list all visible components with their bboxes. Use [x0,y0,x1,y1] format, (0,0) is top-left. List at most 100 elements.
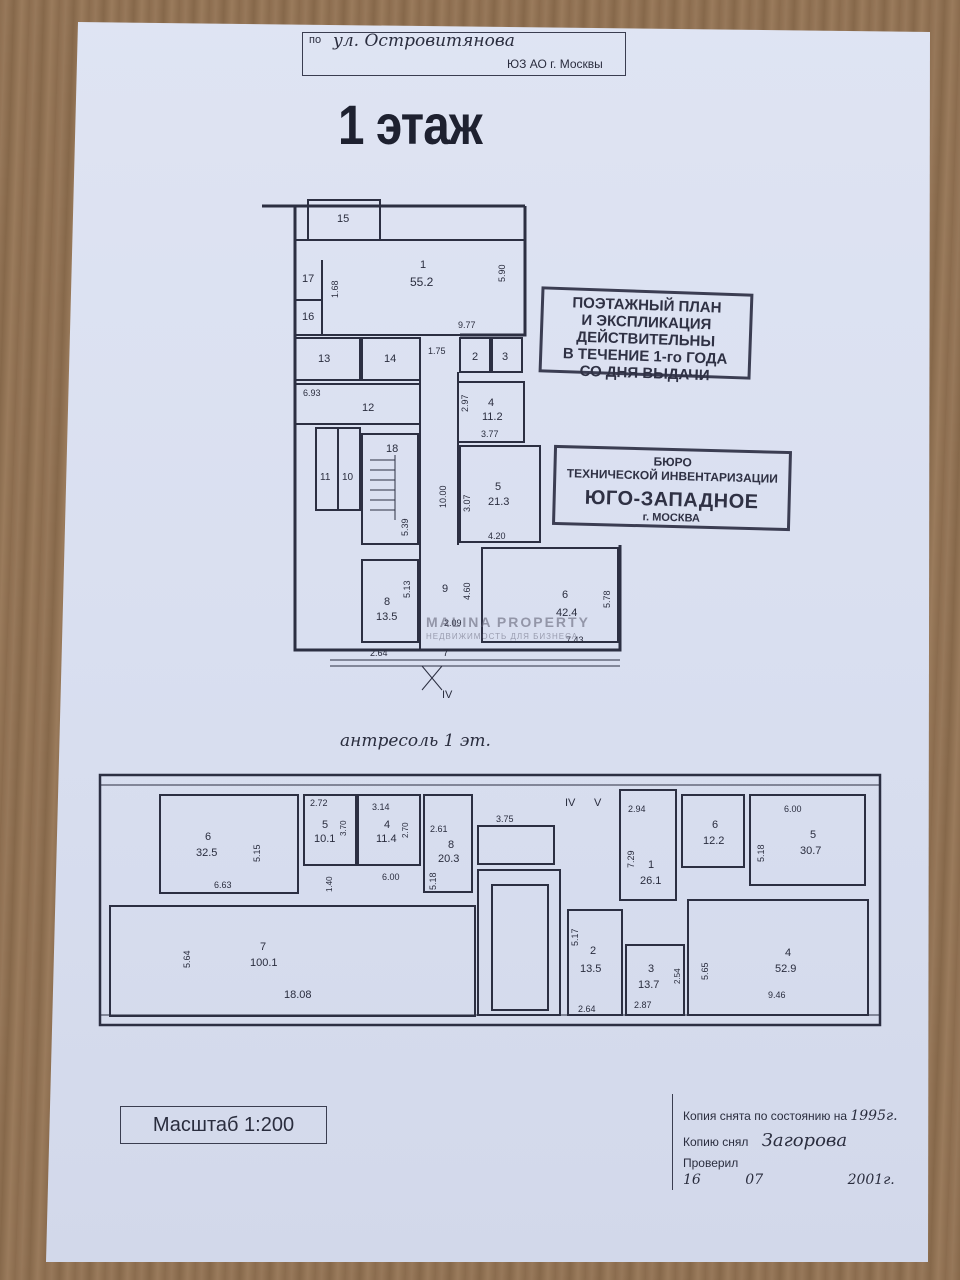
dimension-label: 5.15 [252,844,262,862]
room-area: 100.1 [250,957,278,969]
date-month: 07 [745,1172,764,1188]
dimension-label: 5.17 [570,928,580,946]
room-number: 2 [472,351,478,363]
dimension-label: 5.39 [400,518,410,536]
dimension-label: 2.54 [673,968,682,984]
watermark-tagline: НЕДВИЖИМОСТЬ ДЛЯ БИЗНЕСА [426,632,579,641]
room-number: 10 [342,472,354,483]
dimension-label: 1.75 [428,346,446,356]
street-prefix: по [309,34,322,46]
room-number: 18 [386,443,398,455]
room-number: 3 [502,351,508,363]
room-number: 4 [488,397,494,409]
district-label: ЮЗ АО г. Москвы [507,57,603,71]
room-area: 13.5 [580,963,601,975]
dimension-label: 5.90 [497,264,507,282]
dimension-label: 2.72 [310,798,328,808]
dimension-label: 5.64 [182,950,192,968]
dimension-label: 3.70 [339,820,348,836]
address-stamp: по ул. Островитянова ЮЗ АО г. Москвы [302,31,626,76]
room-number: 2 [590,945,596,957]
date-day: 16 [683,1172,701,1188]
room-area: 55.2 [410,275,434,289]
dimension-label: 6.00 [382,872,400,882]
dimension-label: 9.77 [458,320,476,330]
dimension-label: 4.20 [488,531,506,541]
room-number: 16 [302,311,314,323]
room-number: 13 [318,353,330,365]
dimension-label: 4.60 [462,582,472,600]
room-number: 5 [322,819,328,831]
dimension-label: 5.18 [756,844,766,862]
room-area: 11.2 [482,411,503,423]
room-area: 20.3 [438,853,459,865]
date-year: 2001 [847,1172,884,1188]
room-number: 7 [260,941,266,953]
room-number: 6 [562,589,568,601]
street-name: ул. Островитянова [333,31,515,51]
certification-block: Копия снята по состоянию на 1995г. Копию… [672,1094,913,1190]
dimension-label: 2.64 [370,648,388,658]
dimension-label: 2.87 [634,1000,652,1010]
dimension-label: 3.75 [496,814,514,824]
dimension-label: 2.09 [444,618,462,628]
room-number: 14 [384,353,396,365]
dimension-label: 5.78 [602,590,612,608]
section-marker: V [594,797,602,809]
room-number: 11 [320,472,331,483]
dimension-label: 7.29 [626,850,636,868]
room-number: 9 [442,583,448,595]
dimension-label: 2.97 [460,394,470,412]
date-suffix: г. [883,1172,895,1188]
room-number: 7 [443,648,449,659]
copied-by-name: Загорова [761,1130,848,1151]
dimension-label: 3.14 [372,802,390,812]
checked-label: Проверил [683,1156,739,1170]
room-number: 1 [420,259,426,271]
room-area: 11.4 [376,833,397,845]
room-area: 42.4 [556,607,577,619]
dimension-label: 6.00 [784,804,802,814]
dimension-label: 1.40 [325,876,334,892]
room-number: 12 [362,402,374,414]
dimension-label: 6.93 [303,388,321,398]
copy-state-year: 1995г. [850,1108,898,1124]
copy-state-label: Копия снята по состоянию на [683,1109,848,1123]
dimension-label: 5.65 [700,962,710,980]
dimension-label: 1.68 [330,280,340,298]
room-area: 32.5 [196,847,217,859]
watermark-brand-left: MALINA [426,614,493,630]
room-number: 8 [384,596,390,608]
watermark-brand-right: PROPERTY [496,614,590,630]
scale-label: Масштаб 1:200 [120,1106,327,1144]
dimension-label: 2.70 [401,822,410,838]
room-area: 13.5 [376,611,397,623]
room-number: 3 [648,963,654,975]
copied-by-label: Копию снял [683,1135,749,1149]
dimension-label: 5.13 [402,580,412,598]
room-number: 8 [448,839,454,851]
room-number: 5 [495,481,501,493]
section-marker: IV [565,797,576,809]
dimension-label: 5.18 [428,872,438,890]
room-number: 1 [648,859,654,871]
room-number: 15 [337,213,349,225]
room-area: 21.3 [488,496,509,508]
dimension-label: 3.77 [481,429,499,439]
room-area: 52.9 [775,963,796,975]
dimension-label: 18.08 [284,989,312,1001]
room-number: 4 [384,819,390,831]
room-number: 17 [302,273,314,285]
room-number: 6 [712,819,718,831]
dimension-label: 7.43 [566,635,584,645]
room-area: 13.7 [638,979,659,991]
dimension-label: 9.46 [768,990,786,1000]
dimension-label: 2.64 [578,1004,596,1014]
mezzanine-title: антресоль 1 эт. [340,731,491,751]
watermark: MALINA PROPERTY НЕДВИЖИМОСТЬ ДЛЯ БИЗНЕСА [426,614,590,641]
room-area: 30.7 [800,845,821,857]
room-area: 12.2 [703,835,724,847]
dimension-label: 2.94 [628,804,646,814]
